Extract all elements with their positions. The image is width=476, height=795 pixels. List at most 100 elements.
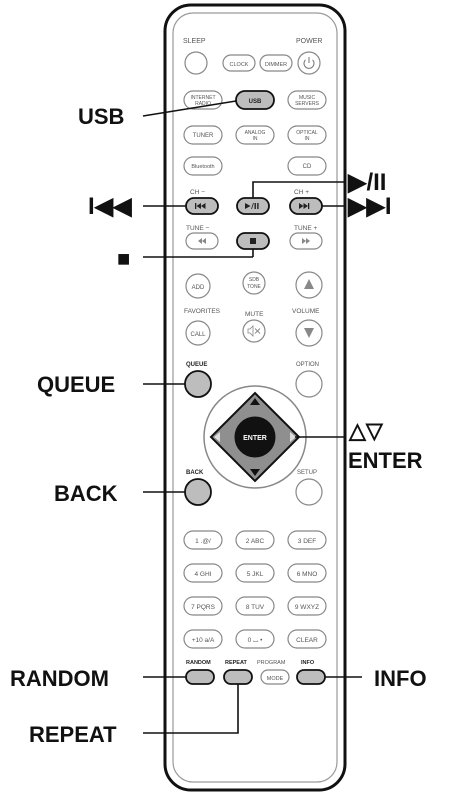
- sdb-tone-button[interactable]: [242, 271, 266, 295]
- key-6-label: 6 MNO: [297, 571, 318, 578]
- back-button[interactable]: [184, 478, 212, 506]
- cd-button[interactable]: [287, 156, 327, 176]
- optical-in-label-1: OPTICAL: [296, 130, 318, 136]
- random-label: RANDOM: [186, 660, 211, 666]
- numeric-keypad: 1 .@/ 2 ABC 3 DEF 4 GHI 5 JKL 6 MNO 7 PQ…: [183, 530, 327, 649]
- key-plus10-button[interactable]: [183, 629, 223, 649]
- internet-radio-label-1: INTERNET: [191, 95, 216, 101]
- sdb-tone-label-1: SDB: [249, 277, 260, 283]
- dpad[interactable]: ENTER: [203, 385, 307, 489]
- optical-in-button[interactable]: [287, 125, 327, 145]
- cursor-up-icon: [250, 398, 260, 405]
- info-callout: INFO: [374, 666, 427, 691]
- key-4-label: 4 GHI: [195, 571, 212, 578]
- usb-callout: USB: [78, 104, 124, 129]
- repeat-button[interactable]: [223, 669, 253, 685]
- info-label: INFO: [301, 660, 315, 666]
- clock-label: CLOCK: [230, 62, 249, 68]
- key-5-button[interactable]: [235, 563, 275, 583]
- enter-button-label: ENTER: [243, 435, 267, 442]
- play-pause-callout: ▶/II: [347, 169, 386, 196]
- tuner-button[interactable]: [183, 125, 223, 145]
- sleep-label: SLEEP: [183, 38, 206, 45]
- key-5-label: 5 JKL: [247, 571, 264, 578]
- prev-callout: I◀◀: [88, 193, 132, 220]
- key-4-button[interactable]: [183, 563, 223, 583]
- key-1-label: 1 .@/: [195, 538, 211, 545]
- repeat-callout-line: [143, 684, 239, 734]
- tune-plus-label: TUNE +: [294, 225, 318, 232]
- key-1-button[interactable]: [183, 530, 223, 550]
- queue-callout: QUEUE: [37, 372, 115, 397]
- usb-callout-line: [142, 100, 237, 117]
- setup-label: SETUP: [297, 470, 317, 476]
- next-callout: ▶▶I: [347, 193, 392, 220]
- program-mode-button[interactable]: [260, 669, 290, 685]
- analog-in-label-1: ANALOG: [245, 130, 266, 136]
- mute-button[interactable]: [242, 319, 266, 343]
- tuner-label: TUNER: [193, 133, 214, 139]
- key-2-label: 2 ABC: [246, 538, 265, 545]
- music-servers-button[interactable]: [287, 90, 327, 110]
- key-8-label: 8 TUV: [246, 604, 265, 611]
- add-label: ADD: [192, 285, 205, 291]
- rewind-icon: [198, 238, 206, 244]
- power-icon: [303, 57, 315, 69]
- key-0-label: 0 ⌴ •: [248, 637, 263, 644]
- volume-up-icon: [304, 279, 314, 289]
- cursor-left-icon: [214, 432, 220, 442]
- setup-button[interactable]: [295, 478, 323, 506]
- call-button[interactable]: [185, 320, 211, 346]
- play-pause-callout-line: [252, 181, 345, 198]
- tune-minus-label: TUNE −: [186, 225, 210, 232]
- previous-icon: [195, 203, 206, 209]
- queue-button[interactable]: [184, 370, 212, 398]
- option-button[interactable]: [295, 370, 323, 398]
- back-label: BACK: [186, 470, 204, 476]
- mode-label: MODE: [267, 676, 284, 682]
- enter-button[interactable]: [234, 416, 276, 458]
- cd-label: CD: [303, 164, 312, 170]
- key-3-label: 3 DEF: [298, 538, 316, 545]
- call-label: CALL: [190, 332, 206, 338]
- next-icon: [299, 203, 310, 209]
- key-7-button[interactable]: [183, 596, 223, 616]
- key-6-button[interactable]: [287, 563, 327, 583]
- key-9-label: 9 WXYZ: [295, 604, 319, 611]
- clear-label: CLEAR: [296, 637, 318, 644]
- option-label: OPTION: [296, 362, 319, 368]
- internet-radio-label-2: RADIO: [195, 101, 211, 107]
- mute-label: MUTE: [245, 311, 264, 318]
- usb-button[interactable]: [235, 90, 275, 110]
- key-8-button[interactable]: [235, 596, 275, 616]
- ch-plus-label: CH +: [294, 189, 309, 196]
- callout-lines: [142, 100, 362, 734]
- sleep-button[interactable]: [184, 51, 208, 75]
- key-2-button[interactable]: [235, 530, 275, 550]
- key-9-button[interactable]: [287, 596, 327, 616]
- cursor-right-icon: [290, 432, 296, 442]
- bluetooth-button[interactable]: [183, 156, 223, 176]
- clear-button[interactable]: [287, 629, 327, 649]
- key-plus10-label: +10 a/A: [192, 637, 215, 644]
- bluetooth-label: Bluetooth: [191, 164, 214, 170]
- volume-label: VOLUME: [292, 308, 320, 315]
- dimmer-button[interactable]: [259, 54, 293, 72]
- power-label: POWER: [296, 38, 322, 45]
- key-0-button[interactable]: [235, 629, 275, 649]
- clock-button[interactable]: [222, 54, 256, 72]
- random-button[interactable]: [185, 669, 215, 685]
- play-pause-button[interactable]: [236, 197, 270, 215]
- info-button[interactable]: [296, 669, 326, 685]
- music-servers-label-1: MUSIC: [299, 95, 316, 101]
- fast-forward-icon: [302, 238, 310, 244]
- repeat-label: REPEAT: [225, 660, 248, 666]
- add-button[interactable]: [185, 273, 211, 299]
- music-servers-label-2: SERVERS: [295, 101, 319, 107]
- key-7-label: 7 PQRS: [191, 604, 216, 611]
- analog-in-button[interactable]: [235, 125, 275, 145]
- key-3-button[interactable]: [287, 530, 327, 550]
- favorites-label: FAVORITES: [184, 308, 221, 315]
- play-pause-icon: [245, 202, 259, 210]
